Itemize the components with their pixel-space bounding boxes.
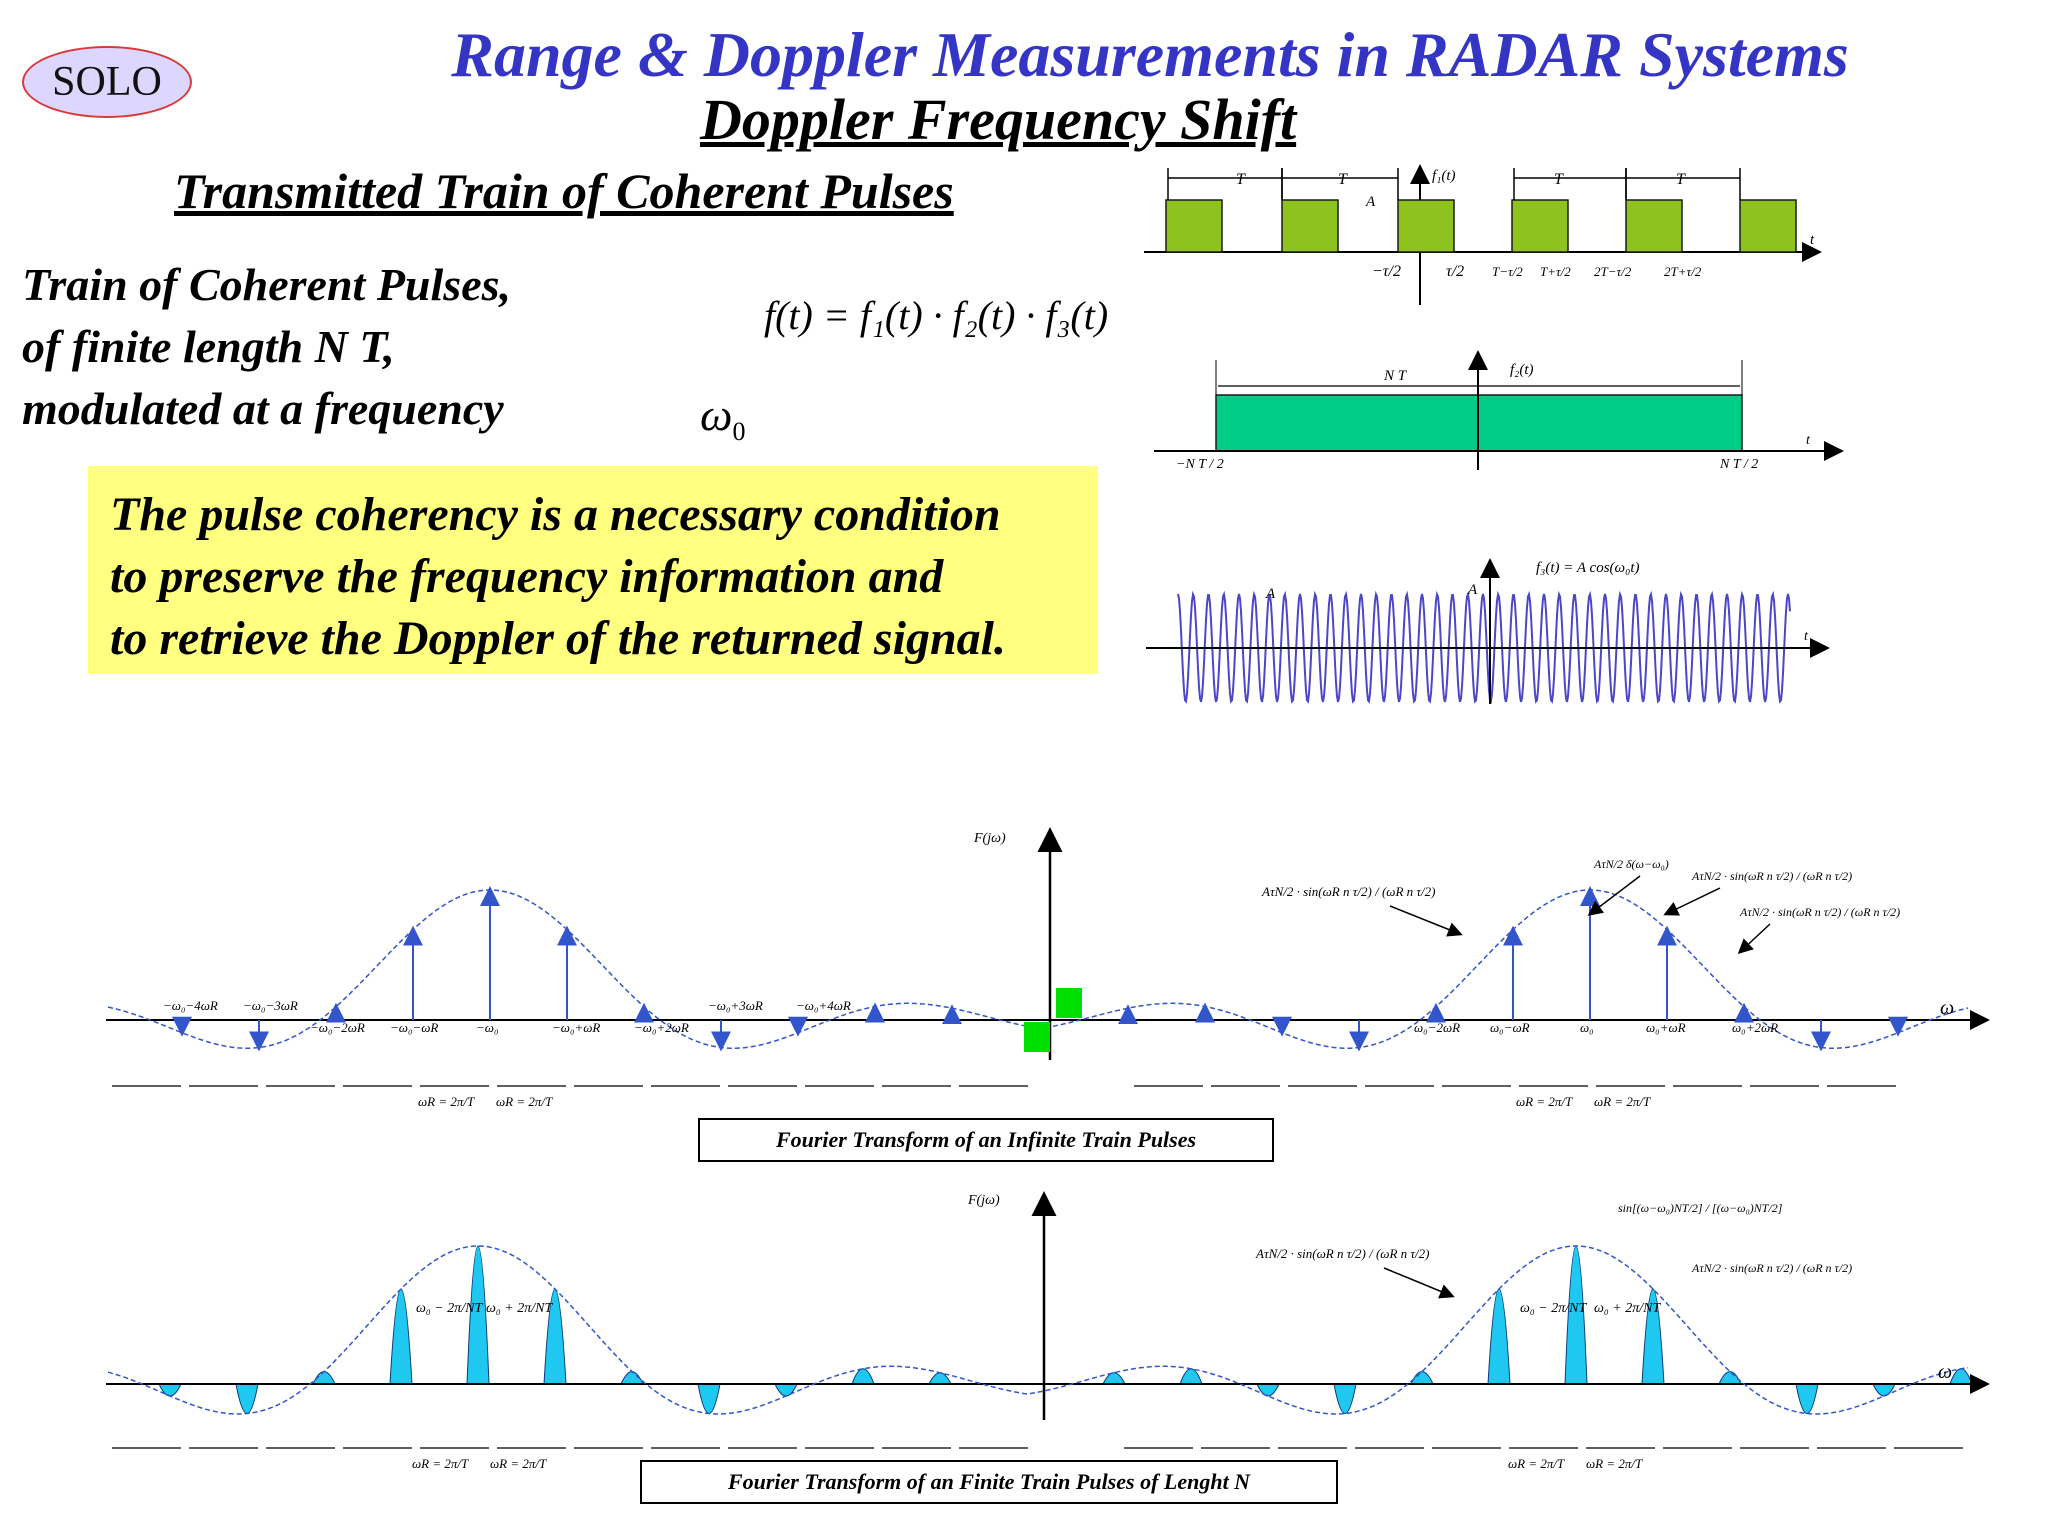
infinite-train-spectrum: F(jω) ω −ω₀−4ωR −ω₀−3ωR −ω₀−2ωR −ω₀−ωR −… [106, 827, 1990, 1109]
impulse-formula: AτN/2 δ(ω−ω₀) [1593, 857, 1669, 871]
spectrum1-marker [1024, 1022, 1050, 1052]
lobe-label: ω₀ + 2π/NT [1594, 1301, 1661, 1316]
freq-label: −ω₀−2ωR [310, 1020, 365, 1035]
envelope-formula: AτN/2 · sin(ωR n τ/2) / (ωR n τ/2) [1691, 869, 1852, 883]
carrier-amplitude-label: A [1265, 586, 1276, 602]
omega-subscript: 0 [732, 417, 746, 447]
freq-label: ω₀+2ωR [1732, 1020, 1778, 1035]
spacing-label: ωR = 2π/T [412, 1456, 469, 1471]
tick-label: T−τ/2 [1492, 264, 1523, 279]
carrier-waveform [1177, 590, 1791, 704]
freq-label: −ω₀−ωR [390, 1020, 438, 1035]
freq-label: −ω₀+2ωR [634, 1020, 689, 1035]
window-time-label: t [1806, 433, 1811, 448]
description-line-1: Train of Coherent Pulses, [22, 259, 512, 310]
period-label: T [1236, 171, 1246, 188]
omega-symbol: ω [700, 389, 733, 440]
carrier-time-label: t [1804, 629, 1809, 644]
freq-label: ω₀−2ωR [1414, 1020, 1460, 1035]
coherency-note-box: The pulse coherency is a necessary condi… [88, 466, 1098, 674]
lobe-label: ω₀ + 2π/NT [486, 1301, 553, 1316]
spectrum2-caption: Fourier Transform of an Finite Train Pul… [640, 1460, 1338, 1504]
signal-formula: f(t) = f₁(t) · f₂(t) · f₃(t) [764, 293, 1109, 338]
window-left-label: −N T / 2 [1176, 457, 1224, 472]
spectrum2-envelope [107, 1245, 1969, 1415]
window-width-label: N T [1383, 368, 1408, 384]
note-line-3: to retrieve the Doppler of the returned … [110, 612, 1006, 665]
note-line-1: The pulse coherency is a necessary condi… [110, 488, 1001, 541]
spacing-label: ωR = 2π/T [496, 1094, 553, 1109]
window-right-label: N T / 2 [1719, 457, 1758, 472]
description-line-2: of finite length N T, [22, 321, 395, 372]
carrier-plot: f₃(t) = A cos(ω₀t) A A t [1146, 558, 1830, 704]
pulse-rect [1397, 199, 1455, 253]
description-line-3: modulated at a frequency [22, 383, 504, 434]
spectrum1-caption: Fourier Transform of an Infinite Train P… [698, 1118, 1274, 1162]
spacing-label: ωR = 2π/T [1586, 1456, 1643, 1471]
window-plot: N T f₂(t) −N T / 2 N T / 2 t [1154, 350, 1844, 472]
envelope-formula: AτN/2 · sin(ωR n τ/2) / (ωR n τ/2) [1255, 1246, 1430, 1261]
lobe-label: ω₀ − 2π/NT [1520, 1301, 1587, 1316]
section-heading: Transmitted Train of Coherent Pulses [174, 163, 954, 219]
freq-label: −ω₀−4ωR [163, 998, 218, 1013]
period-label: T [1338, 171, 1348, 188]
carrier-frequency-symbol: ω0 [700, 388, 745, 447]
tick-label: τ/2 [1446, 263, 1464, 280]
page-subtitle: Doppler Frequency Shift [700, 87, 1297, 152]
envelope-formula: AτN/2 · sin(ωR n τ/2) / (ωR n τ/2) [1739, 905, 1900, 919]
solo-label: SOLO [52, 59, 162, 105]
freq-label: ω₀−ωR [1490, 1020, 1530, 1035]
pulse-rect [1739, 199, 1797, 253]
spectrum2-omega-label: ω [1938, 1361, 1952, 1383]
carrier-function-label: f₃(t) = A cos(ω₀t) [1536, 560, 1640, 576]
pulse-rect [1165, 199, 1223, 253]
pulse-rect [1281, 199, 1339, 253]
lobe-label: ω₀ − 2π/NT [416, 1301, 483, 1316]
spectrum1-axis-label: F(jω) [973, 831, 1006, 846]
pulse-function-label: f₁(t) [1432, 168, 1456, 184]
sinc-formula: sin[(ω−ω₀)NT/2] / [(ω−ω₀)NT/2] [1618, 1201, 1783, 1215]
spacing-label: ωR = 2π/T [1516, 1094, 1573, 1109]
spacing-label: ωR = 2π/T [1594, 1094, 1651, 1109]
freq-label: −ω₀ [476, 1020, 498, 1035]
freq-label: −ω₀+3ωR [708, 998, 763, 1013]
finite-train-spectrum: F(jω) ω ω₀ − 2π/NT ω₀ + 2π/NT ω₀ − 2π/NT… [106, 1191, 1990, 1471]
spectrum2-axis-label: F(jω) [967, 1193, 1000, 1208]
freq-label: −ω₀+4ωR [796, 998, 851, 1013]
envelope-formula: AτN/2 · sin(ωR n τ/2) / (ωR n τ/2) [1691, 1261, 1852, 1275]
freq-label: ω₀+ωR [1646, 1020, 1686, 1035]
spacing-label: ωR = 2π/T [1508, 1456, 1565, 1471]
tick-label: 2T−τ/2 [1594, 264, 1632, 279]
freq-label: −ω₀−3ωR [243, 998, 298, 1013]
pulse-train-plot: T T T T f₁(t) A t −τ/2 τ/2 T−τ/2 T+τ/2 2… [1144, 164, 1822, 305]
page-title: Range & Doppler Measurements in RADAR Sy… [451, 19, 1849, 90]
spectrum1-omega-label: ω [1940, 997, 1954, 1019]
period-label: T [1554, 171, 1564, 188]
spacing-label: ωR = 2π/T [490, 1456, 547, 1471]
spacing-label: ωR = 2π/T [418, 1094, 475, 1109]
note-line-2: to preserve the frequency information an… [110, 550, 944, 603]
spectrum1-marker [1056, 988, 1082, 1018]
tick-label: 2T+τ/2 [1664, 264, 1702, 279]
carrier-amplitude-label: A [1467, 582, 1478, 598]
pulse-rect [1511, 199, 1569, 253]
period-label: T [1676, 171, 1686, 188]
freq-label: ω₀ [1580, 1020, 1594, 1035]
tick-label: T+τ/2 [1540, 264, 1571, 279]
window-function-label: f₂(t) [1510, 362, 1534, 378]
pulse-rect [1625, 199, 1683, 253]
pulse-time-label: t [1810, 232, 1815, 248]
tick-label: −τ/2 [1372, 263, 1401, 280]
envelope-formula: AτN/2 · sin(ωR n τ/2) / (ωR n τ/2) [1261, 884, 1436, 899]
freq-label: −ω₀+ωR [552, 1020, 600, 1035]
solo-badge: SOLO [22, 46, 192, 118]
pulse-amplitude-label: A [1365, 194, 1376, 210]
